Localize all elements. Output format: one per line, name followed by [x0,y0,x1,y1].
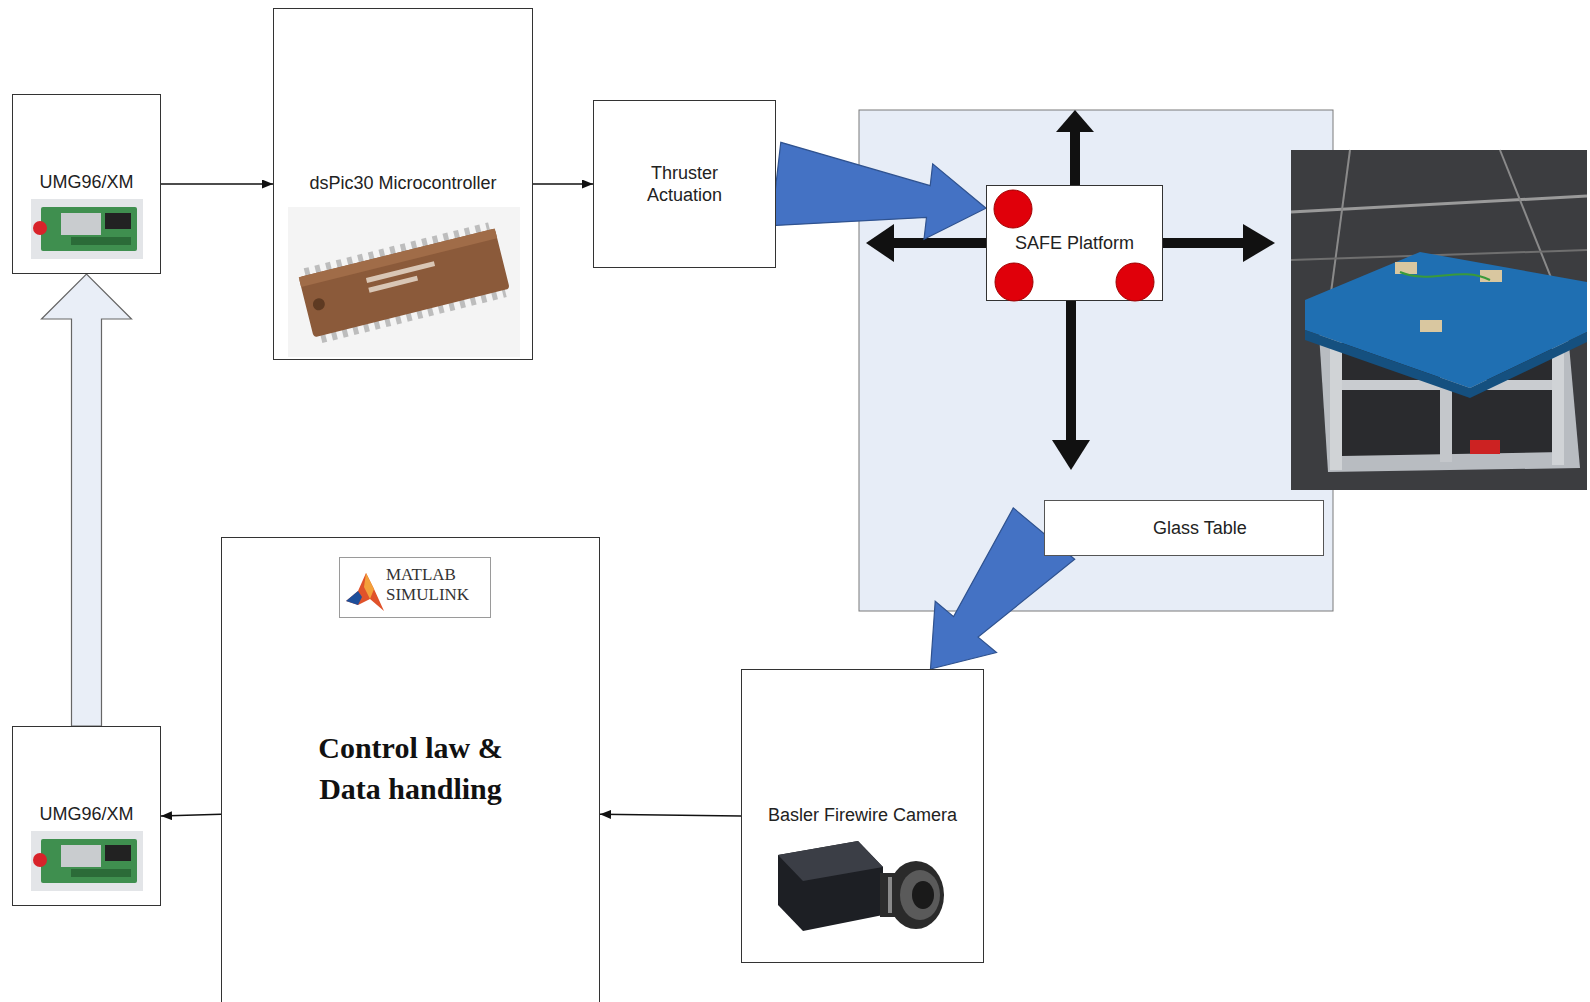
illustration-part [1480,270,1502,282]
signal-arrow [161,183,273,185]
camera-box: Basler Firewire Camera [741,669,984,963]
illustration-part [364,573,374,599]
motion-arrows [866,110,1275,470]
illustration-part [299,228,497,287]
illustration-part [994,190,1032,228]
illustration-part [1291,150,1587,490]
illustration-part [33,221,47,235]
illustration-part [1116,263,1154,301]
radio-modem-box: UMG96/XM [12,726,161,906]
illustration-part [888,877,892,913]
illustration-part [31,199,143,259]
illustration-part [1056,110,1094,132]
illustration-part [1420,320,1442,332]
illustration-part [105,845,131,861]
illustration-part [1291,196,1587,212]
illustration-part [346,573,384,611]
illustration-part [61,213,101,235]
illustration-part [105,213,131,229]
signal-arrow [161,814,221,816]
illustration-part [1305,330,1587,398]
illustration-part [41,207,137,251]
illustration-part [1470,440,1500,454]
illustration-part [1052,440,1090,470]
signal-arrow [533,183,593,185]
actuator-box: Thruster Actuation [593,100,776,268]
illustration-part [288,207,520,357]
chip-picture [288,207,520,357]
illustration-part [1070,130,1080,185]
box-label: SAFE Platform [1015,232,1134,255]
illustration-part [892,238,986,248]
illustration-part [995,263,1033,301]
illustration-part [1400,272,1490,280]
illustration-part [1395,262,1417,274]
illustration-part [41,839,137,883]
logo-box: MATLAB SIMULINK [339,557,491,618]
radio-module-picture [31,831,143,891]
illustration-part [71,869,131,877]
illustration-part [31,831,143,891]
table-label-box: Glass Table [1044,500,1324,556]
box-label: Basler Firewire Camera [742,804,983,827]
illustration-part [346,591,362,605]
illustration-part [61,845,101,867]
radio-module-picture [31,199,143,259]
illustration-part [33,853,47,867]
software-logo [344,561,386,615]
illustration-part [888,861,944,929]
box-label: Thruster Actuation [630,162,740,207]
illustration-part [299,228,510,337]
illustration-part [912,881,934,909]
table-region: Glass Table SAFE Platform [859,110,1333,611]
radio-modem-box: UMG96/XM [12,94,161,274]
controller-box: MATLAB SIMULINK Control law & Data handli… [221,537,600,1002]
block-arrow [42,274,132,726]
platform-box: SAFE Platform [986,185,1163,301]
box-label: UMG96/XM [13,171,160,194]
box-label: dsPic30 Microcontroller [274,172,532,195]
illustration-part [71,237,131,245]
illustration-part [298,226,510,341]
illustration-part [778,841,883,881]
camera-picture [768,833,950,943]
logo-text: MATLAB SIMULINK [386,558,486,604]
illustration-part [1066,301,1076,442]
block-arrow [771,142,986,239]
illustration-part [368,276,418,293]
platform-photo [1291,150,1587,490]
signal-arrow [600,814,741,816]
illustration-part [900,870,940,920]
controller-label: Control law & Data handling [291,728,531,809]
illustration-part [1330,150,1350,300]
microcontroller-box: dsPic30 Microcontroller [273,8,533,360]
illustration-part [1243,224,1275,262]
box-label: UMG96/XM [13,803,160,826]
illustration-part [366,261,435,283]
illustration-part [312,297,327,312]
illustration-part [866,224,894,262]
table-label: Glass Table [1045,517,1247,540]
illustration-part [1163,238,1245,248]
illustration-part [778,841,883,931]
illustration-part [1305,252,1587,388]
